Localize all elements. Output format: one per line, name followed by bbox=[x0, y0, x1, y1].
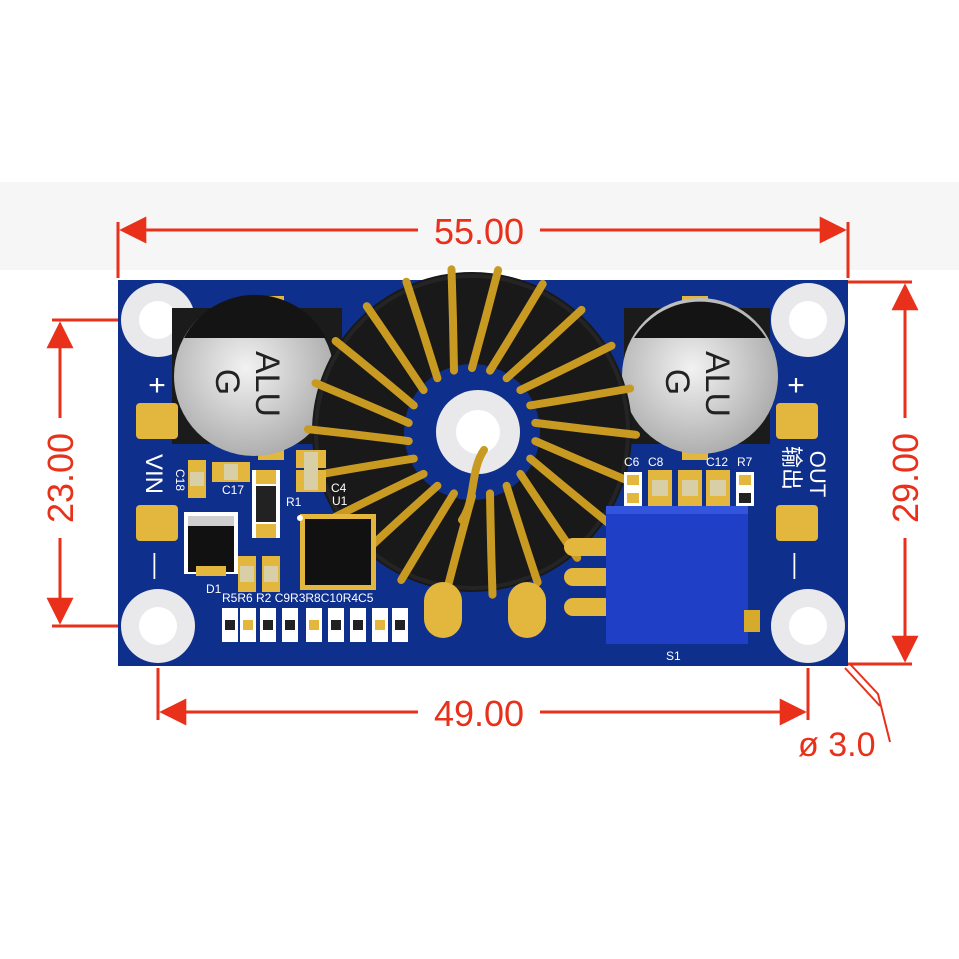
dimension-hole-diameter-leader bbox=[844, 663, 891, 743]
capacitor-c17 bbox=[212, 462, 250, 482]
potentiometer-s1 bbox=[606, 506, 760, 644]
smd-part-marking bbox=[243, 620, 253, 630]
capacitor-left-line2: G bbox=[208, 369, 246, 395]
winding-turn bbox=[447, 265, 458, 375]
electrolytic-capacitor-left: ALU G bbox=[172, 294, 342, 456]
winding-turn bbox=[362, 302, 428, 395]
dimension-hole-spacing-x bbox=[156, 668, 810, 726]
winding-turn bbox=[502, 305, 586, 383]
winding-turn bbox=[468, 266, 503, 372]
capacitor-c4 bbox=[296, 450, 326, 492]
out-plus-pad bbox=[776, 403, 818, 439]
smd-part-marking bbox=[263, 620, 273, 630]
winding-turn bbox=[526, 384, 635, 410]
d1-label: D1 bbox=[206, 582, 222, 596]
dimension-hole-diameter-label: ø 3.0 bbox=[798, 726, 875, 764]
vin-plus-pad bbox=[136, 403, 178, 439]
smd-bottom-row bbox=[222, 608, 408, 642]
ic-u1 bbox=[300, 514, 376, 590]
dimension-total-length-label: 55.00 bbox=[434, 211, 524, 252]
winding-turn bbox=[486, 489, 497, 599]
c17-label: C17 bbox=[222, 483, 244, 497]
smd-part-marking bbox=[375, 620, 385, 630]
smd-part-marking bbox=[353, 620, 363, 630]
winding-turn bbox=[531, 418, 640, 439]
winding-turn bbox=[526, 454, 613, 527]
background-band bbox=[0, 182, 959, 270]
pot-pad bbox=[564, 538, 614, 556]
winding-turn bbox=[516, 341, 616, 395]
winding-turn bbox=[311, 379, 413, 427]
vin-plus-label: + bbox=[148, 369, 166, 402]
pin1-marker bbox=[297, 515, 303, 521]
dimension-hole-spacing-y-label: 23.00 bbox=[40, 433, 81, 523]
s1-label: S1 bbox=[666, 649, 681, 663]
capacitor-bank-left bbox=[238, 556, 280, 592]
electrolytic-capacitor-right: ALU G bbox=[622, 298, 778, 454]
winding-turn bbox=[531, 437, 633, 485]
winding-turn bbox=[304, 425, 413, 446]
mounting-hole-icon bbox=[771, 589, 845, 663]
winding-turn bbox=[402, 277, 442, 383]
r1-label: R1 bbox=[286, 495, 302, 509]
smd-part-marking bbox=[395, 620, 405, 630]
winding-turn bbox=[502, 481, 542, 587]
mounting-hole-icon bbox=[121, 589, 195, 663]
dimension-hole-spacing-y bbox=[46, 318, 118, 628]
out-minus-pad bbox=[776, 505, 818, 541]
out-label-cn: 输出 bbox=[779, 446, 804, 490]
out-label-en: OUT bbox=[805, 451, 830, 497]
bottom-row-label: R5R6 R2 C9R3R8C10R4C5 bbox=[222, 591, 374, 605]
pot-pad bbox=[564, 598, 614, 616]
vin-minus-pad bbox=[136, 505, 178, 541]
smd-right-row bbox=[624, 470, 754, 506]
capacitor-right-line2: G bbox=[658, 369, 696, 395]
resistor-r1 bbox=[252, 470, 280, 538]
oval-pad bbox=[508, 582, 546, 638]
capacitor-left-line1: ALU bbox=[248, 351, 286, 417]
u1-label: U1 bbox=[332, 494, 348, 508]
c6-label: C6 bbox=[624, 455, 640, 469]
dimension-hole-spacing-x-label: 49.00 bbox=[434, 693, 524, 734]
dimension-total-length bbox=[116, 216, 850, 278]
winding-turn bbox=[486, 280, 547, 375]
smd-part-marking bbox=[285, 620, 295, 630]
winding-turn bbox=[328, 469, 428, 523]
c4-label: C4 bbox=[331, 481, 347, 495]
dimension-total-width-label: 29.00 bbox=[885, 433, 926, 523]
out-minus-label: — bbox=[782, 553, 812, 579]
winding-turn bbox=[397, 489, 458, 584]
capacitor-c18 bbox=[188, 460, 206, 498]
smd-part-marking bbox=[309, 620, 319, 630]
c12-label: C12 bbox=[706, 455, 728, 469]
capacitor-right-line1: ALU bbox=[698, 351, 736, 417]
smd-part-marking bbox=[331, 620, 341, 630]
r7-label: R7 bbox=[737, 455, 753, 469]
pot-pad bbox=[564, 568, 614, 586]
c8-label: C8 bbox=[648, 455, 664, 469]
winding-turn bbox=[331, 337, 418, 410]
vin-minus-label: — bbox=[142, 553, 172, 579]
dimension-total-width bbox=[848, 280, 919, 666]
smd-part-marking bbox=[225, 620, 235, 630]
out-plus-label: + bbox=[787, 369, 805, 402]
oval-pad bbox=[424, 582, 462, 638]
vin-label: VIN bbox=[140, 454, 167, 494]
mounting-hole-icon bbox=[771, 283, 845, 357]
c18-label: C18 bbox=[173, 469, 187, 491]
diode-d1 bbox=[184, 512, 238, 576]
